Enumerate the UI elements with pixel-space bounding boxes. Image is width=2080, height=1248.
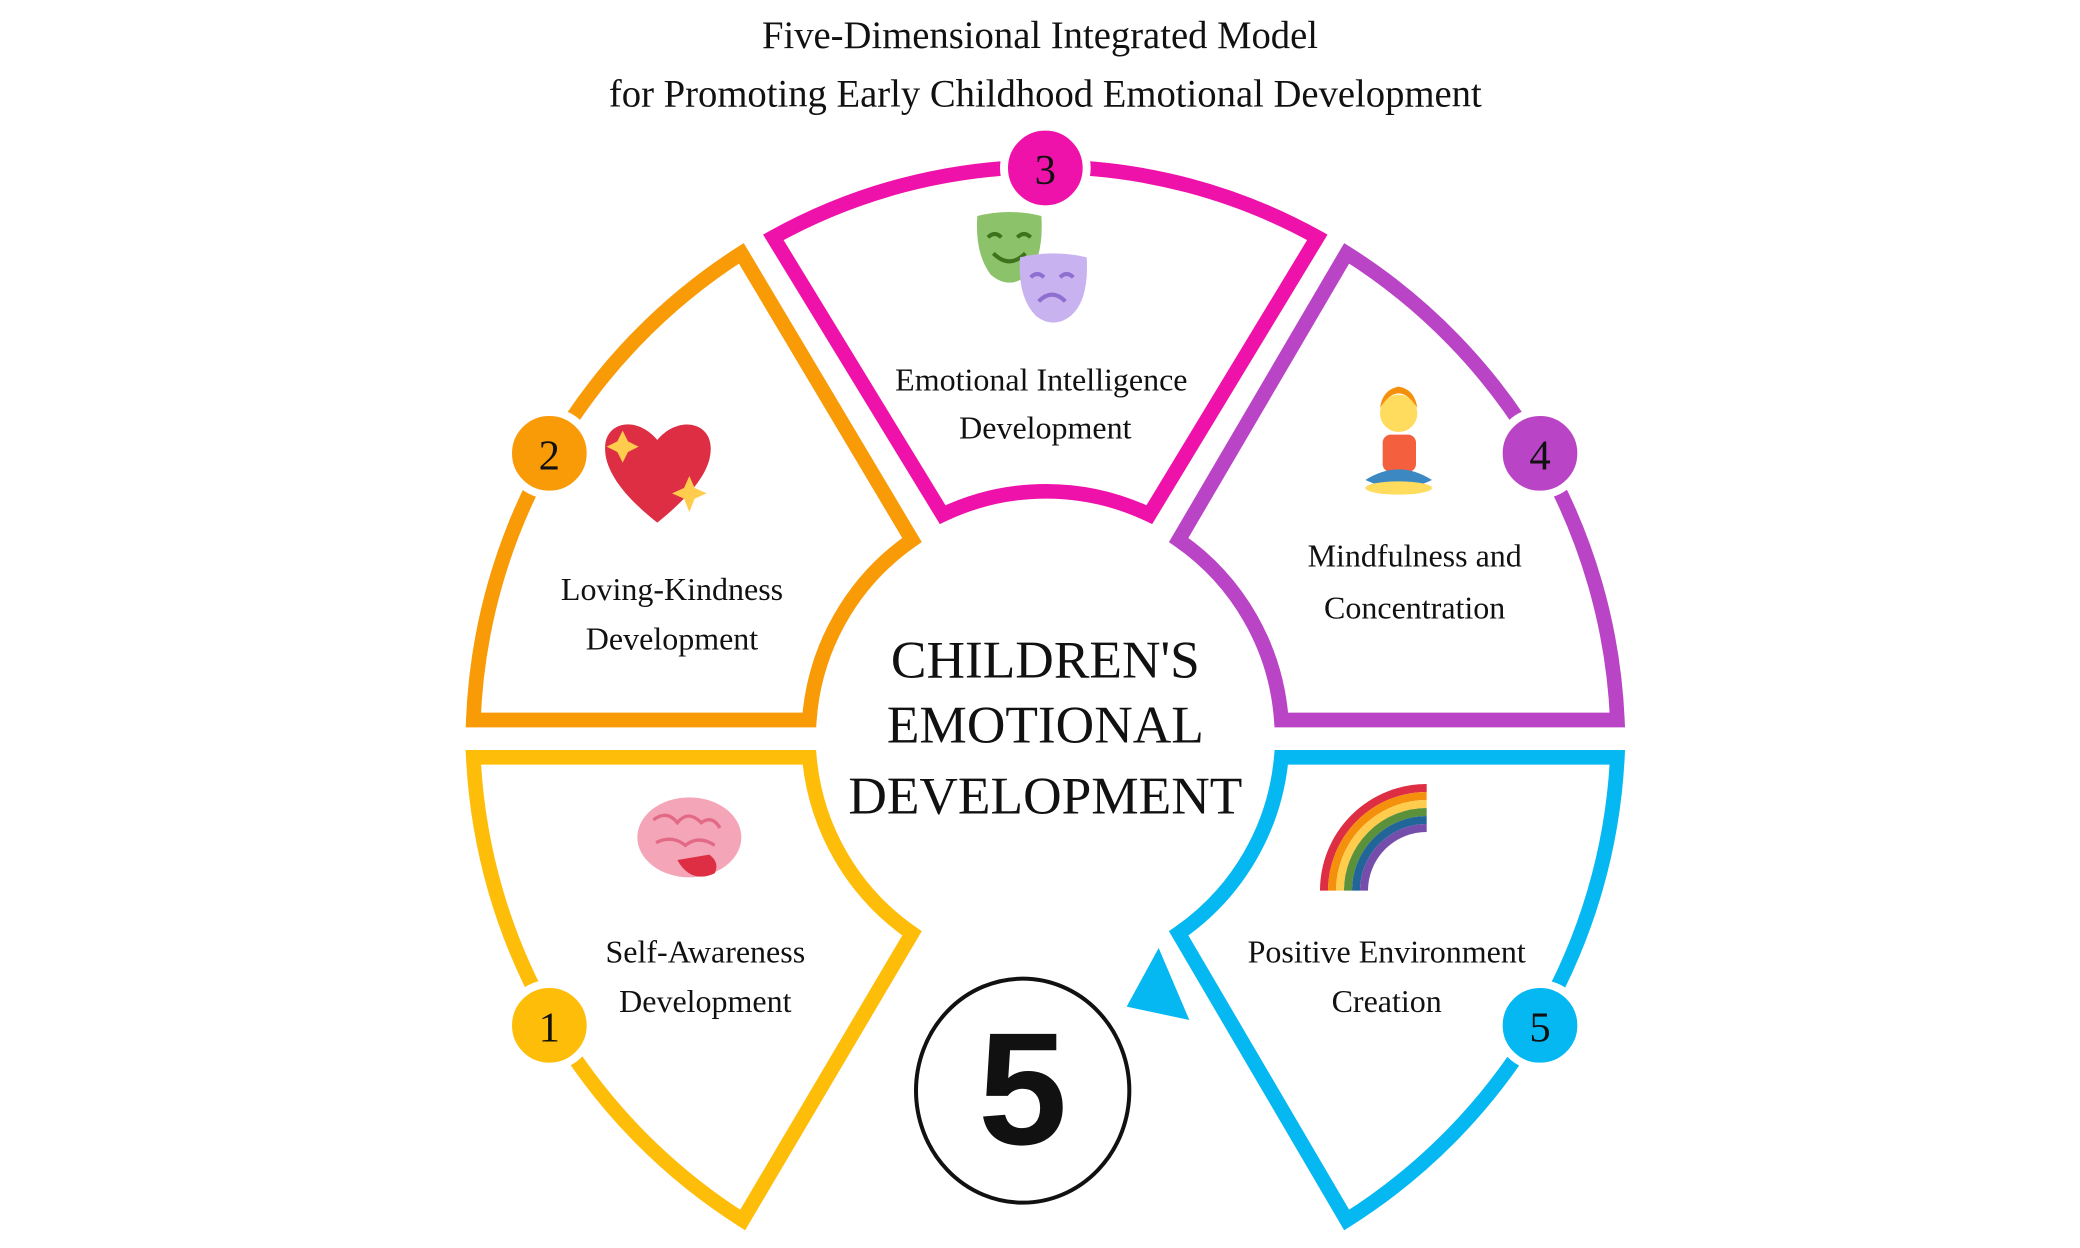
label-5-line-2: Creation <box>1332 983 1442 1019</box>
label-4-line-2: Concentration <box>1324 590 1505 626</box>
meditating-person-icon <box>1365 386 1432 495</box>
center-line-1: CHILDREN'S <box>891 629 1200 689</box>
badge-1: 1 <box>503 979 595 1071</box>
label-3-line-1: Emotional Intelligence <box>895 362 1187 398</box>
label-5-line-1: Positive Environment <box>1248 934 1526 970</box>
badge-4: 4 <box>1494 408 1586 499</box>
svg-text:5: 5 <box>1529 1004 1550 1051</box>
center-line-2: EMOTIONAL <box>887 695 1204 755</box>
cycle-arrow-icon <box>1126 948 1190 1020</box>
badge-5: 5 <box>1494 979 1586 1071</box>
svg-text:3: 3 <box>1035 147 1056 194</box>
label-2-line-1: Loving-Kindness <box>561 571 783 607</box>
rainbow-icon <box>1320 784 1427 891</box>
segment-loving-kindness <box>465 243 922 728</box>
theater-masks-icon <box>976 212 1087 323</box>
segment-mindfulness <box>1168 243 1625 728</box>
label-2-line-2: Development <box>586 620 759 656</box>
brain-icon <box>637 797 742 878</box>
svg-text:2: 2 <box>539 432 560 479</box>
label-1-line-1: Self-Awareness <box>606 934 806 970</box>
badge-3: 3 <box>999 122 1091 214</box>
segment-positive-environment <box>1168 750 1626 1231</box>
segment-emotional-intelligence <box>763 159 1328 525</box>
count-badge: 5 <box>914 976 1132 1205</box>
badge-2: 2 <box>503 408 595 499</box>
svg-text:4: 4 <box>1529 432 1550 479</box>
title-line-1: Five-Dimensional Integrated Model <box>762 15 1318 57</box>
svg-text:1: 1 <box>539 1004 560 1051</box>
label-1-line-2: Development <box>619 983 791 1019</box>
label-3-line-2: Development <box>959 410 1132 446</box>
center-line-3: DEVELOPMENT <box>848 765 1242 825</box>
segment-self-awareness <box>465 750 922 1231</box>
svg-text:5: 5 <box>978 999 1067 1178</box>
title-line-2: for Promoting Early Childhood Emotional … <box>609 74 1482 116</box>
sparkling-heart-icon <box>605 424 711 523</box>
label-4-line-1: Mindfulness and <box>1308 538 1522 574</box>
